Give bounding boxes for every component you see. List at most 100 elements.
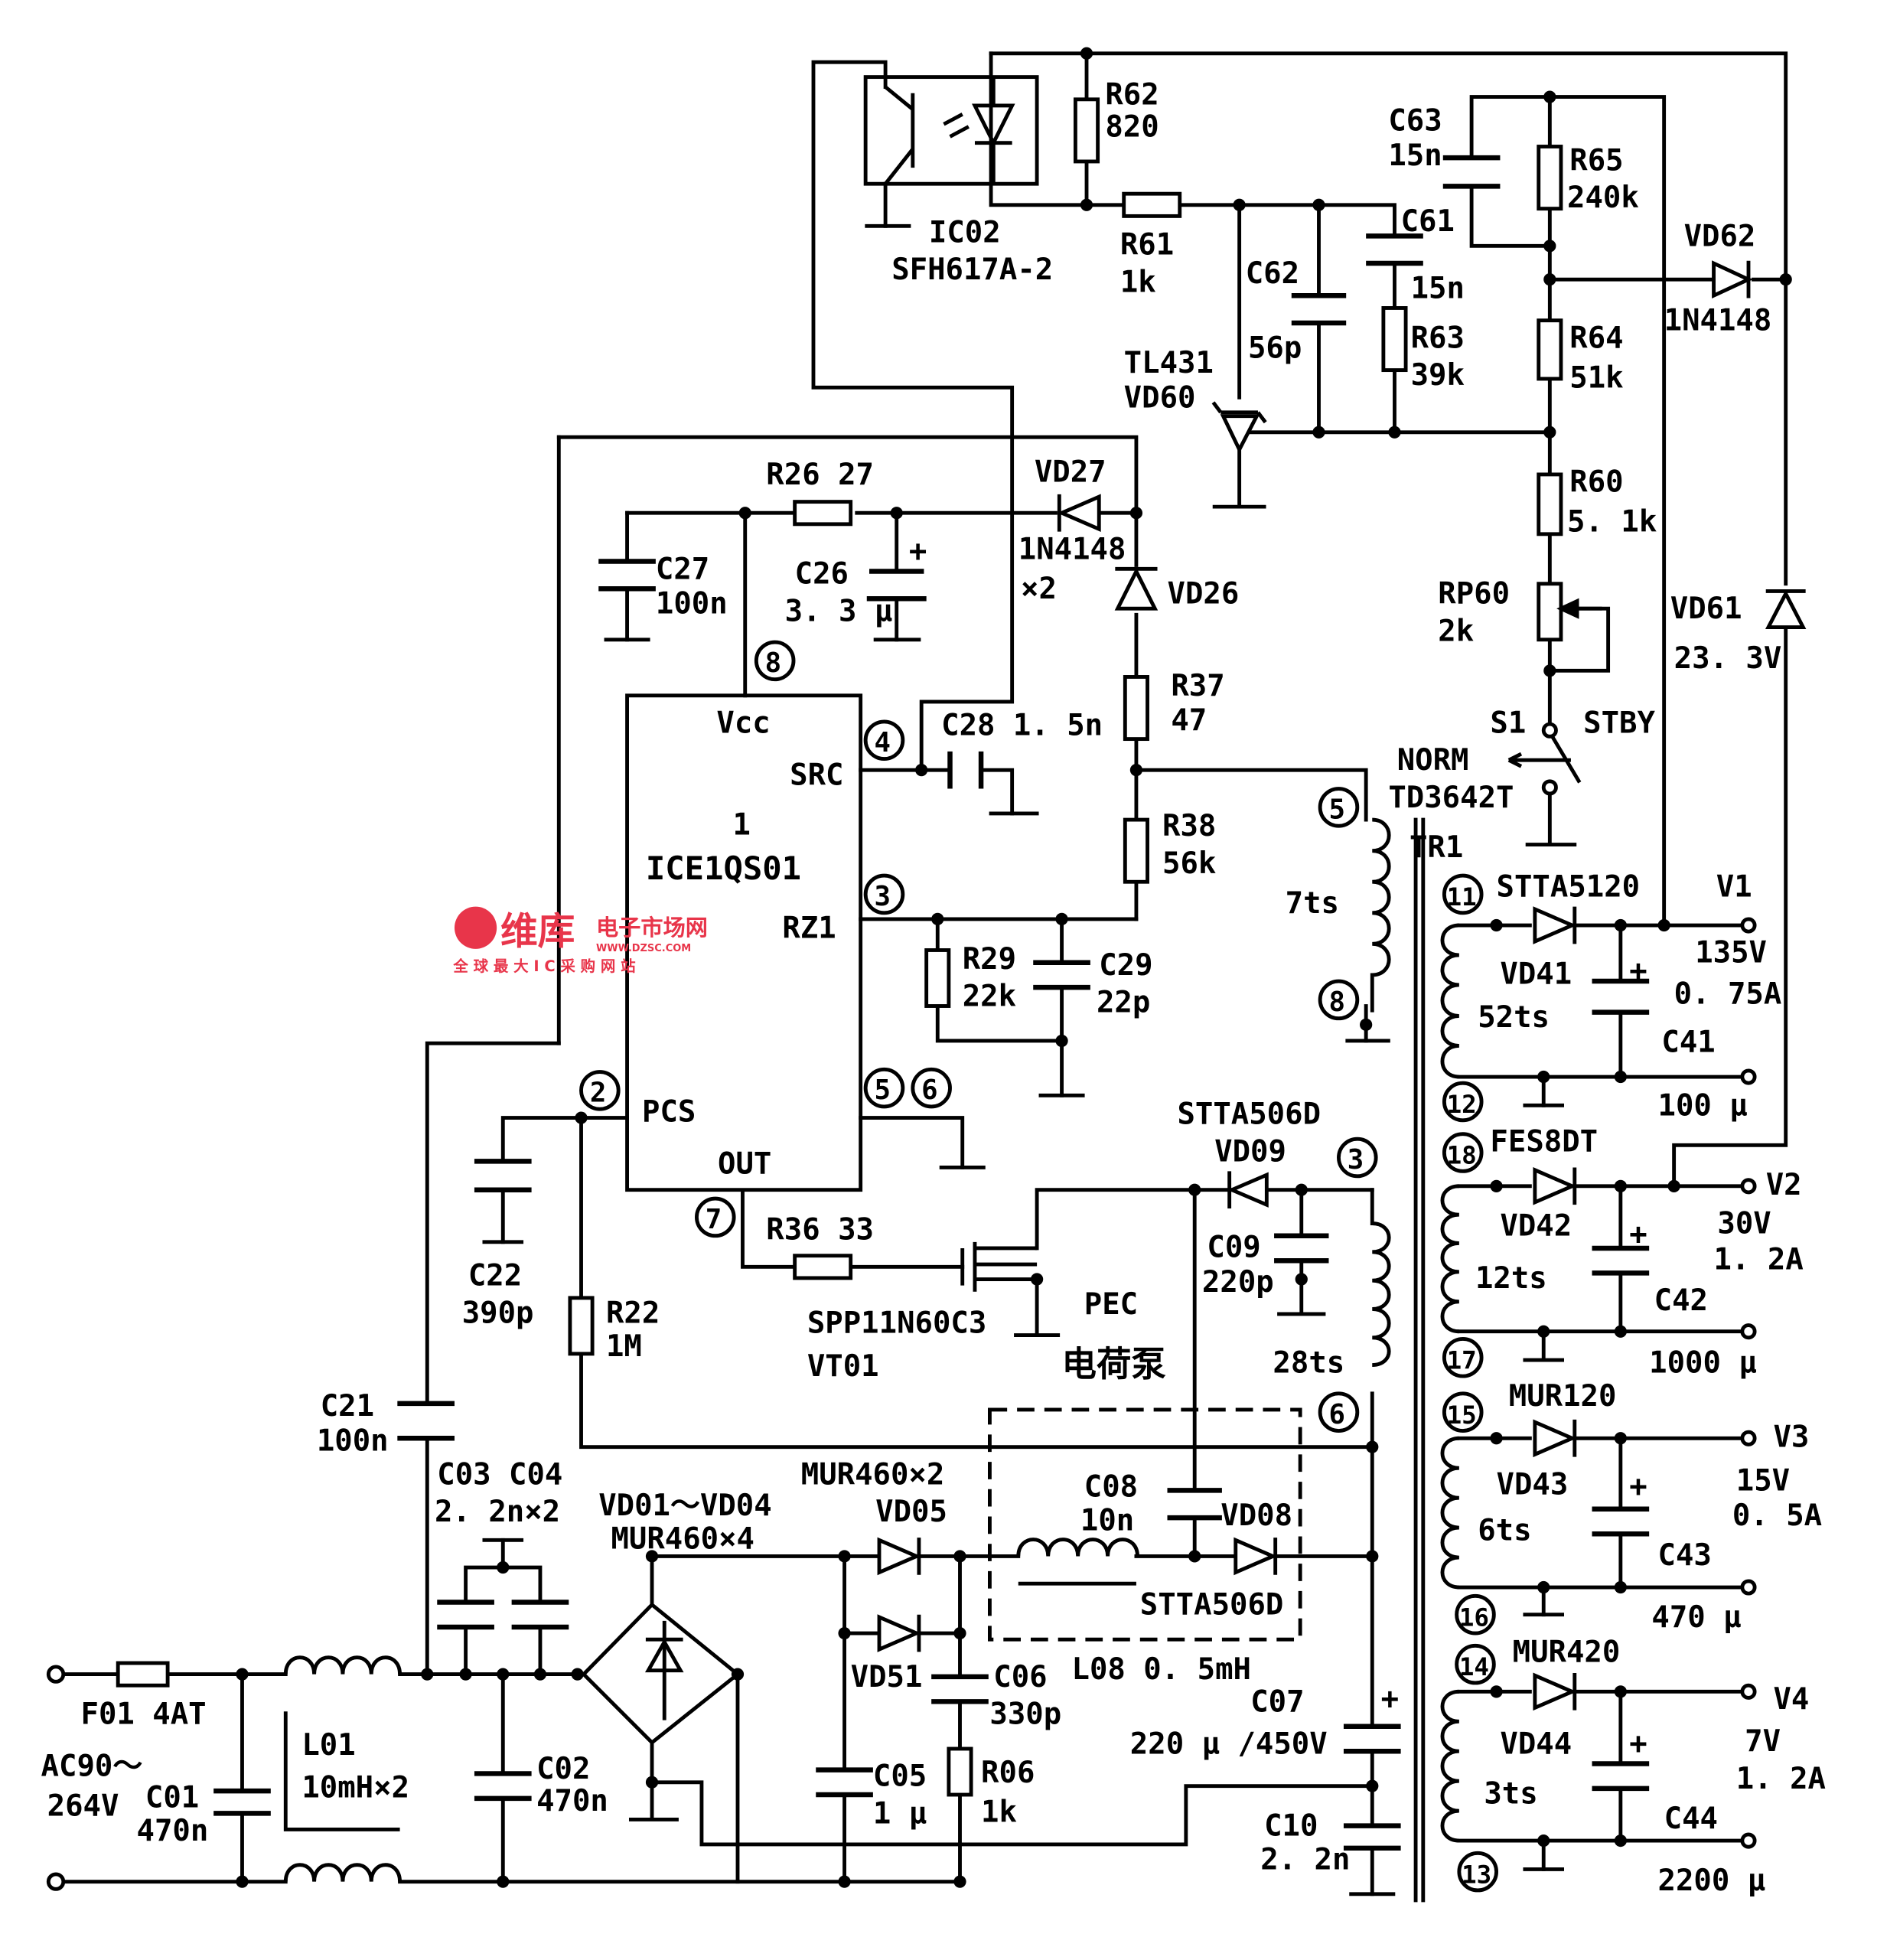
- c62-ref: C62: [1246, 256, 1299, 291]
- c06-val: 330p: [989, 1697, 1061, 1732]
- out4-turns: 3ts: [1484, 1776, 1537, 1811]
- out4-rail: V4: [1773, 1682, 1809, 1717]
- switch-s1: [1507, 722, 1582, 796]
- r38-val: 56k: [1162, 846, 1216, 881]
- r63-val: 39k: [1411, 358, 1465, 393]
- watermark-sub1: 电子市场网: [596, 915, 708, 941]
- c10-ref: C10: [1264, 1809, 1318, 1844]
- r61-val: 1k: [1120, 265, 1156, 299]
- out4-diode-ref: VD44: [1500, 1727, 1572, 1761]
- tr1-pin15: 15: [1447, 1401, 1477, 1430]
- terminals: [46, 917, 1757, 1891]
- c09-ref: C09: [1207, 1230, 1260, 1264]
- ic1-out-label: OUT: [718, 1147, 771, 1182]
- out4-diode-part: MUR420: [1513, 1635, 1621, 1669]
- ic02-part: SFH617A-2: [891, 253, 1053, 287]
- c02-ref: C02: [536, 1752, 590, 1786]
- out2-cap-ref: C42: [1654, 1283, 1708, 1318]
- out1-cap-val: 100 μ: [1658, 1088, 1748, 1123]
- r60-val: 5. 1k: [1567, 505, 1657, 540]
- tr1-pin14: 14: [1459, 1652, 1489, 1681]
- out2-amp: 1. 2A: [1714, 1243, 1804, 1277]
- vd01-part: MUR460×4: [611, 1522, 754, 1557]
- tr1-turns-aux: 7ts: [1286, 886, 1339, 921]
- c01-ref: C01: [145, 1780, 199, 1815]
- tr1-pin12: 12: [1447, 1090, 1477, 1119]
- c63-ref: C63: [1388, 103, 1442, 138]
- ic1-vcc-label: Vcc: [716, 706, 770, 740]
- rp60-arrow: [1556, 598, 1602, 619]
- c10-val: 2. 2n: [1260, 1842, 1350, 1877]
- vd05-ref: VD05: [875, 1495, 947, 1529]
- bridge-rectifier: [581, 1602, 741, 1782]
- out1-diode-part: STTA5120: [1497, 870, 1641, 905]
- junction-dots: [236, 47, 1792, 1888]
- out2-cap-val: 1000 μ: [1649, 1345, 1757, 1380]
- out2-diode-part: FES8DT: [1490, 1124, 1598, 1159]
- l01-val: 10mH×2: [301, 1770, 409, 1805]
- tr1-pin6: 6: [1328, 1399, 1345, 1430]
- l01-ref: L01: [301, 1728, 355, 1763]
- c21-ref: C21: [321, 1389, 374, 1424]
- tr1-pin16: 16: [1459, 1603, 1489, 1632]
- tr1-pin13: 13: [1462, 1860, 1491, 1889]
- r29-val: 22k: [963, 980, 1016, 1014]
- s1-stby: STBY: [1583, 706, 1655, 740]
- tr1-pin8: 8: [1328, 987, 1345, 1018]
- vt01-part: SPP11N60C3: [807, 1306, 986, 1340]
- vd27-ref: VD27: [1035, 455, 1106, 490]
- r62-ref: R62: [1105, 77, 1159, 112]
- c29-ref: C29: [1099, 948, 1152, 983]
- c06-ref: C06: [993, 1660, 1047, 1694]
- vd51-ref: VD51: [851, 1660, 923, 1694]
- out4-cap-ref: C44: [1664, 1802, 1718, 1836]
- ic1-src-label: SRC: [790, 758, 843, 793]
- pin-6-label: 6: [921, 1075, 938, 1106]
- r38-ref: R38: [1162, 809, 1216, 843]
- tl431-ref: TL431: [1124, 346, 1214, 380]
- r64-ref: R64: [1569, 321, 1623, 355]
- c07-ref: C07: [1250, 1684, 1304, 1719]
- pin-2-label: 2: [590, 1077, 607, 1108]
- r22-val: 1M: [606, 1329, 642, 1364]
- tr1-ref: TR1: [1410, 830, 1463, 865]
- c63-val: 15n: [1388, 139, 1442, 173]
- r61-ref: R61: [1120, 228, 1174, 263]
- r06-ref: R06: [981, 1756, 1035, 1790]
- out2-diode-ref: VD42: [1500, 1209, 1572, 1244]
- r06-val: 1k: [981, 1795, 1017, 1830]
- vd01-label: VD01～VD04: [598, 1489, 771, 1523]
- watermark-sub2: 全 球 最 大 I C 采 购 网 站: [452, 957, 636, 975]
- out3-volt: 15V: [1736, 1463, 1790, 1498]
- out1-diode-ref: VD41: [1500, 957, 1572, 991]
- ac-line1: AC90～: [41, 1750, 143, 1784]
- coils: [283, 817, 1460, 1882]
- r22-ref: R22: [606, 1296, 660, 1330]
- vd27-mult: ×2: [1021, 572, 1057, 606]
- watermark-url: WWW.DZSC.COM: [596, 943, 691, 954]
- ic02-ref: IC02: [929, 215, 1001, 249]
- c07-plus: +: [1381, 1682, 1399, 1717]
- rp60-val: 2k: [1438, 614, 1474, 648]
- vd27-val: 1N4148: [1018, 532, 1126, 566]
- pin-circles: [579, 640, 1498, 1893]
- out3-rail: V3: [1773, 1420, 1809, 1455]
- c01-val: 470n: [137, 1814, 209, 1848]
- vd61-val: 23. 3V: [1674, 641, 1782, 676]
- pin-8-label: 8: [765, 647, 782, 679]
- vd05-part: MUR460×2: [801, 1457, 945, 1492]
- pin-3-label: 3: [875, 881, 891, 912]
- s1-ref: S1: [1490, 706, 1526, 740]
- out3-plus: +: [1629, 1470, 1647, 1505]
- rp60-ref: RP60: [1438, 577, 1510, 611]
- pin-4-label: 4: [875, 727, 891, 758]
- f01-label: F01 4AT: [81, 1697, 207, 1732]
- watermark-logo: 维库 电子市场网 WWW.DZSC.COM 全 球 最 大 I C 采 购 网 …: [452, 906, 708, 975]
- tr1-pin11: 11: [1447, 882, 1477, 912]
- watermark-brand: 维库: [500, 910, 575, 953]
- c22-ref: C22: [468, 1259, 522, 1293]
- c05-val: 1 μ: [873, 1796, 927, 1831]
- c08-val: 10n: [1080, 1503, 1134, 1538]
